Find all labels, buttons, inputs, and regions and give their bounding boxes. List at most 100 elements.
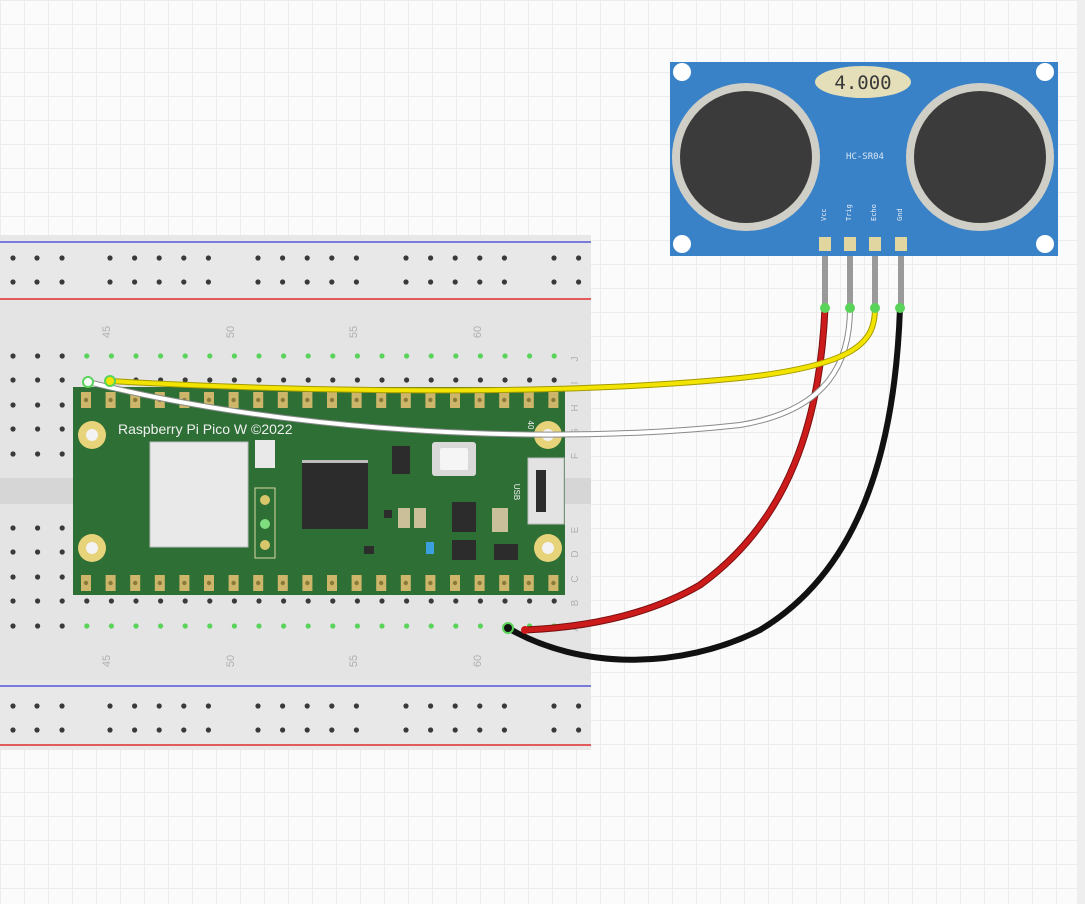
terminal-hole xyxy=(502,598,508,604)
reading-display xyxy=(815,66,911,98)
pin-hole xyxy=(551,580,556,586)
pin-leg xyxy=(847,256,853,306)
pin-hole xyxy=(329,397,335,403)
component xyxy=(255,440,275,468)
terminal-hole-active xyxy=(281,353,287,359)
wire-end xyxy=(820,303,830,313)
component xyxy=(452,502,476,532)
pin-hole xyxy=(403,397,408,403)
terminal-hole xyxy=(10,353,16,359)
rail-hole xyxy=(403,279,409,285)
sensor-model-label: HC-SR04 xyxy=(846,152,884,162)
wire-end xyxy=(870,303,880,313)
terminal-hole xyxy=(35,402,41,408)
ultrasonic-sensor: 4.000 HC-SR04 Vcc Trig Echo Gnd xyxy=(670,62,1058,306)
pin-pad xyxy=(844,237,856,251)
terminal-hole xyxy=(428,598,434,604)
pin-hole xyxy=(305,580,310,586)
rail-hole xyxy=(34,255,40,261)
pin-hole xyxy=(231,397,236,403)
terminal-hole xyxy=(35,377,41,383)
wire-end xyxy=(104,375,116,387)
pin-hole xyxy=(403,580,408,586)
rail-hole xyxy=(59,255,65,261)
terminal-hole xyxy=(207,598,213,604)
top-power-rail xyxy=(0,235,591,299)
terminal-hole xyxy=(502,377,508,383)
pin-label-echo: Echo xyxy=(870,204,878,221)
pin-hole xyxy=(329,580,335,586)
terminal-hole-active xyxy=(404,623,410,629)
row-letter: H xyxy=(570,404,581,411)
terminal-hole xyxy=(453,598,459,604)
terminal-hole-active xyxy=(428,353,434,359)
rail-hole xyxy=(132,703,138,709)
terminal-hole xyxy=(207,377,213,383)
wireless-module xyxy=(149,441,249,548)
terminal-hole-active xyxy=(379,353,385,359)
pin-hole xyxy=(206,580,212,586)
rail-hole xyxy=(34,727,40,733)
pin-hole xyxy=(452,580,458,586)
rail-hole xyxy=(477,703,483,709)
terminal-hole xyxy=(10,623,16,629)
terminal-hole xyxy=(527,598,533,604)
corner-hole xyxy=(1036,235,1054,253)
column-number-top: 45 xyxy=(101,326,113,338)
rail-hole xyxy=(280,279,286,285)
terminal-hole xyxy=(35,598,41,604)
terminal-hole xyxy=(10,549,16,555)
pin-hole xyxy=(231,580,236,586)
sensor-pins xyxy=(819,237,907,306)
terminal-hole xyxy=(477,377,483,383)
terminal-hole-active xyxy=(404,353,410,359)
top-rail-holes xyxy=(10,255,582,285)
terminal-hole-active xyxy=(428,623,434,629)
terminal-hole xyxy=(404,598,410,604)
terminal-hole xyxy=(10,525,16,531)
pin-hole xyxy=(182,580,187,586)
pin-hole xyxy=(526,397,531,403)
terminal-hole xyxy=(35,451,41,457)
rail-hole xyxy=(329,255,335,261)
rail-hole xyxy=(304,255,310,261)
terminal-hole-active xyxy=(231,353,237,359)
terminal-hole xyxy=(281,377,287,383)
terminal-hole xyxy=(330,377,336,383)
terminal-hole-active xyxy=(182,623,188,629)
rail-hole xyxy=(280,703,286,709)
rail-hole xyxy=(280,255,286,261)
terminal-hole xyxy=(256,598,262,604)
row-letter: B xyxy=(570,599,581,606)
rail-hole xyxy=(452,703,458,709)
rail-hole xyxy=(576,255,582,261)
column-number-top: 50 xyxy=(225,326,237,338)
terminal-hole xyxy=(256,377,262,383)
pin-hole xyxy=(477,580,482,586)
bottom-rail-holes xyxy=(10,703,582,733)
pin-hole xyxy=(428,397,433,403)
terminal-hole xyxy=(527,377,533,383)
row-letter: J xyxy=(570,357,581,362)
rail-hole xyxy=(477,727,483,733)
row-letter: D xyxy=(570,550,581,557)
terminal-hole xyxy=(428,377,434,383)
pin-hole xyxy=(280,580,285,586)
echo-wire xyxy=(108,306,877,393)
terminal-hole xyxy=(35,549,41,555)
component xyxy=(398,508,410,528)
rail-hole xyxy=(107,727,113,733)
pico-pin-pads xyxy=(81,392,559,591)
terminal-hole xyxy=(59,598,65,604)
terminal-hole-active xyxy=(551,353,557,359)
rail-hole xyxy=(428,703,434,709)
pin-hole xyxy=(133,397,138,403)
rail-hole xyxy=(10,703,16,709)
terminal-hole xyxy=(354,377,360,383)
rail-hole xyxy=(304,279,310,285)
wires xyxy=(82,303,905,663)
terminal-hole xyxy=(59,353,65,359)
terminal-hole xyxy=(379,377,385,383)
rail-hole xyxy=(551,279,557,285)
terminal-hole xyxy=(10,377,16,383)
